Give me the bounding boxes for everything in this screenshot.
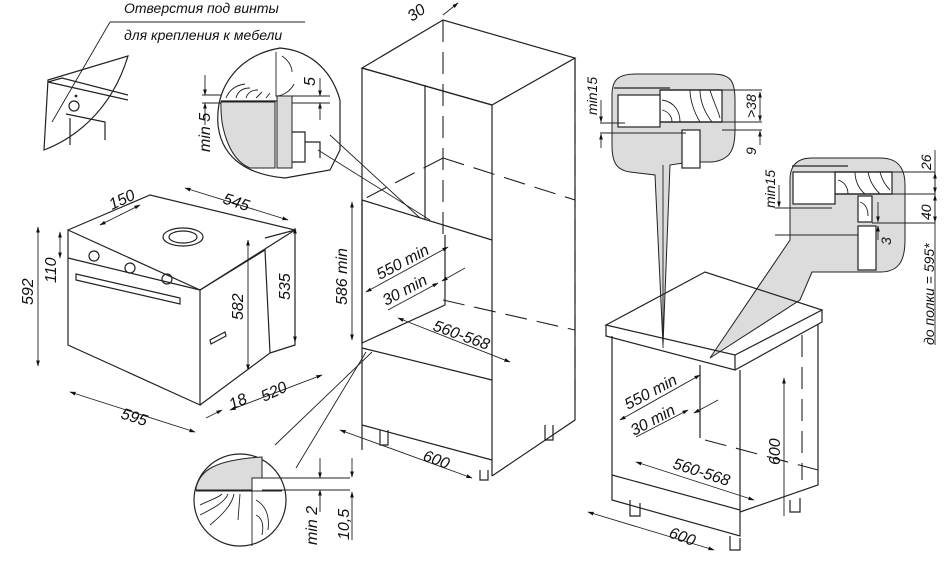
dim-top-gap-30: 30 — [405, 1, 429, 25]
dim-26: 26 — [918, 154, 934, 171]
dim-600-height: 600 — [767, 438, 784, 465]
dim-600-column: 600 — [421, 448, 452, 473]
dim-40: 40 — [918, 204, 934, 220]
fan-housing-icon — [162, 227, 204, 247]
dim-582: 582 — [230, 293, 247, 320]
dim-3: 3 — [878, 237, 894, 245]
dim-min-2: min 2 — [304, 506, 321, 545]
detail-right-2: min15 26 40 3 до полки = 595* — [662, 150, 937, 359]
dim-to-shelf-595: до полки = 595* — [921, 243, 937, 345]
note-leader — [51, 21, 111, 123]
dim-gt38: >38 — [743, 94, 759, 118]
screw-holes-note: Отверстия под винты для крепления к мебе… — [51, 0, 305, 123]
dim-600-base-width: 600 — [667, 525, 698, 550]
dim-560-568-column: 560-568 — [431, 318, 492, 354]
base-cabinet: 550 min 30 min 560-568 600 600 — [587, 271, 824, 551]
knob-3-icon — [161, 273, 173, 285]
dim-595: 595 — [119, 406, 150, 430]
dim-592-front: 592 — [20, 278, 37, 305]
dim-535: 535 — [277, 273, 294, 300]
dim-min15-right2: min15 — [762, 170, 778, 208]
note-line-2: для крепления к мебели — [124, 27, 282, 43]
screw-hole-icon — [68, 100, 80, 112]
oven-drawing: 592 110 595 582 535 150 545 520 18 — [20, 187, 323, 433]
oven-corner-detail — [43, 55, 129, 151]
oven-front — [67, 229, 201, 406]
dim-110: 110 — [43, 257, 60, 283]
detail-bottom-left: min 2 10,5 — [193, 351, 373, 547]
dim-min15-right1: min15 — [584, 77, 600, 115]
dim-18: 18 — [227, 391, 250, 414]
knob-1-icon — [88, 250, 100, 262]
dim-520: 520 — [259, 379, 290, 406]
dim-586-min: 586 min — [334, 248, 351, 305]
dim-545: 545 — [221, 191, 252, 215]
note-line-1: Отверстия под винты — [124, 0, 280, 16]
detail-top-left: min 5 5 — [197, 47, 431, 221]
dim-150: 150 — [107, 187, 138, 214]
detail-right-1: min15 >38 9 — [584, 73, 762, 346]
door-handle-icon — [75, 273, 181, 305]
dim-10-5: 10,5 — [336, 509, 353, 540]
dim-min-5: min 5 — [197, 113, 214, 152]
dim-5: 5 — [302, 77, 319, 86]
knob-2-icon — [124, 262, 136, 274]
dim-9: 9 — [743, 147, 759, 155]
column-cabinet: 30 586 min 550 min 30 min 560-568 600 — [334, 1, 577, 481]
dim-560-568-base: 560-568 — [671, 456, 732, 490]
